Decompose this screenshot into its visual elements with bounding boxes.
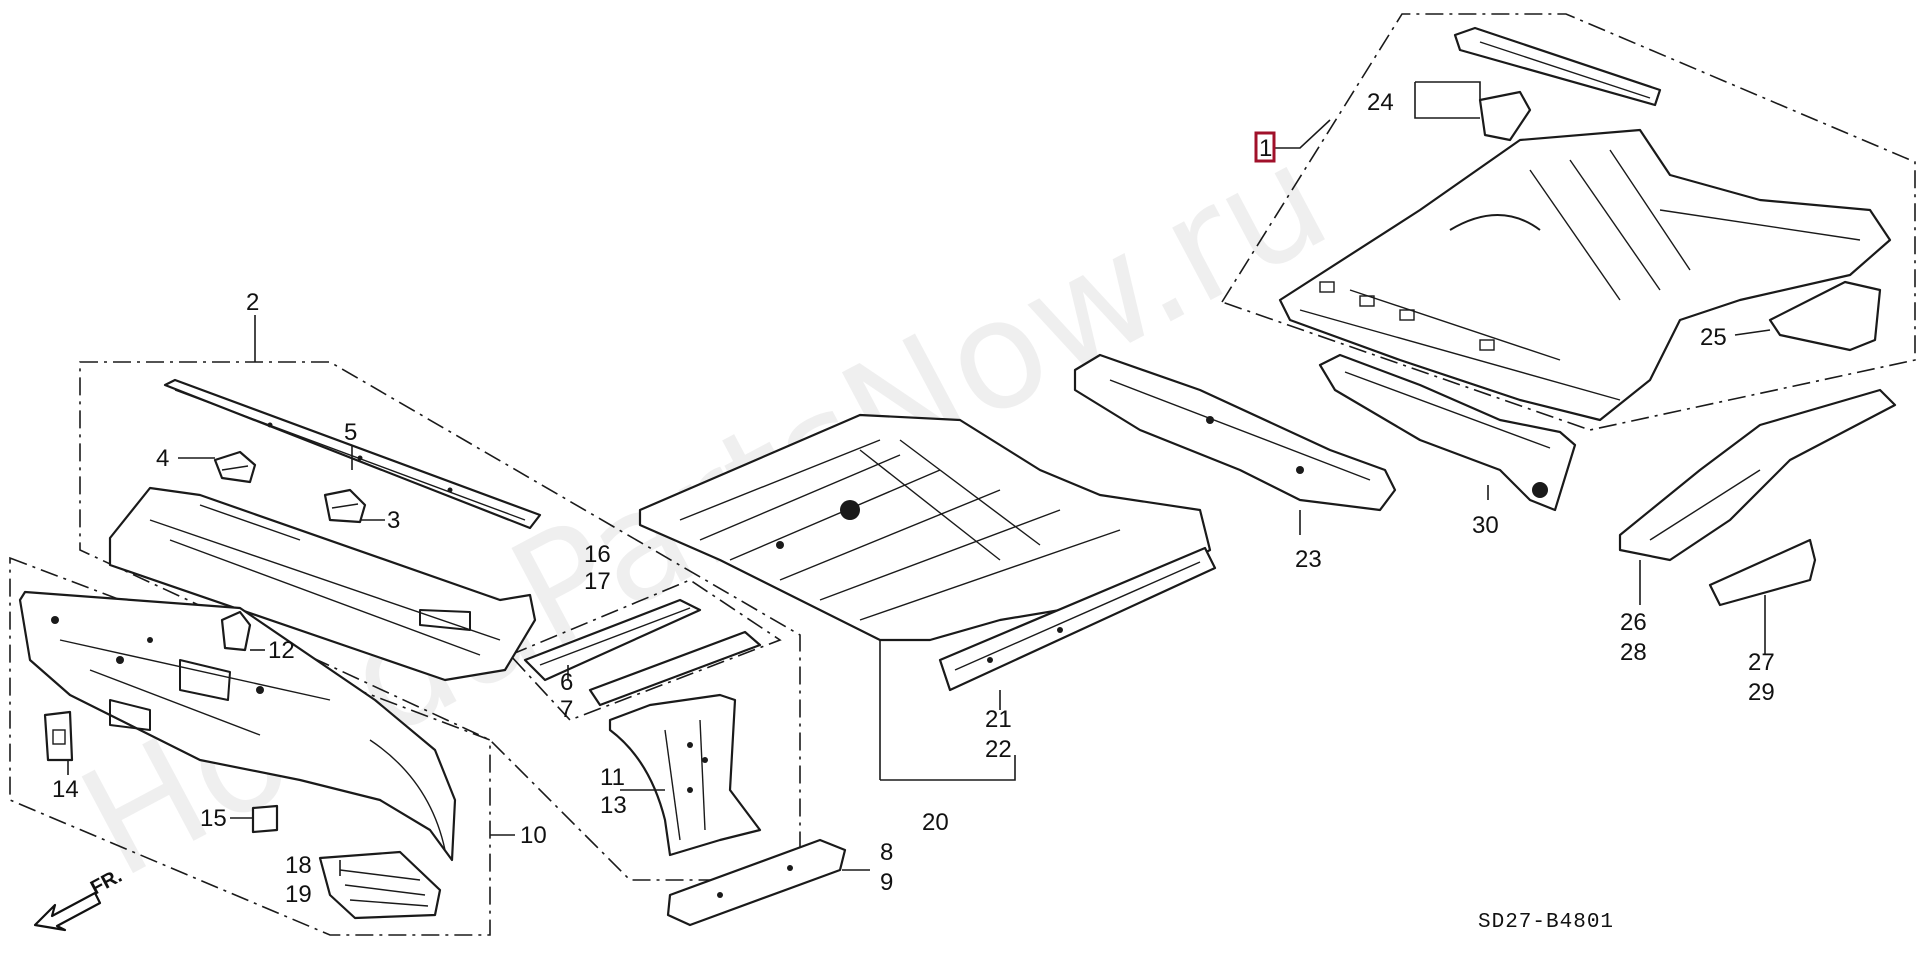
frame-bulkhead-group: [9, 556, 491, 936]
callout-16[interactable]: 16: [584, 541, 611, 568]
callout-7[interactable]: 7: [560, 696, 573, 723]
callout-22[interactable]: 22: [985, 736, 1012, 763]
part-cowl-brace[interactable]: [523, 598, 762, 707]
part-side-sill[interactable]: [938, 546, 1217, 692]
callout-4[interactable]: 4: [156, 445, 169, 472]
callout-1[interactable]: 1: [1259, 135, 1272, 162]
callout-21[interactable]: 21: [985, 706, 1012, 733]
part-bracket-3[interactable]: [323, 488, 367, 524]
highlight-box-1: [1254, 131, 1276, 163]
frame-cowl-brace-group: [508, 579, 782, 721]
part-dashboard-lower[interactable]: [18, 590, 457, 862]
callout-29[interactable]: 29: [1748, 679, 1775, 706]
callout-25[interactable]: 25: [1700, 324, 1727, 351]
part-front-floor[interactable]: [638, 413, 1212, 642]
callout-3[interactable]: 3: [387, 507, 400, 534]
part-15[interactable]: [251, 804, 279, 834]
part-24[interactable]: [1478, 90, 1532, 142]
part-crossmember-23[interactable]: [1073, 353, 1397, 512]
part-25[interactable]: [1768, 280, 1882, 352]
callout-11[interactable]: 11: [600, 764, 625, 791]
part-rear-floor[interactable]: [1278, 128, 1892, 422]
part-18-19[interactable]: [318, 850, 442, 920]
callout-24[interactable]: 24: [1367, 89, 1394, 116]
diagram-code: SD27-B4801: [1478, 911, 1614, 934]
callout-19[interactable]: 19: [285, 881, 312, 908]
callout-27[interactable]: 27: [1748, 649, 1775, 676]
callout-15[interactable]: 15: [200, 805, 227, 832]
part-dashboard-upper[interactable]: [108, 486, 537, 682]
leader-lines: [67, 81, 1771, 876]
callout-30[interactable]: 30: [1472, 512, 1499, 539]
part-8-9[interactable]: [666, 838, 847, 927]
callout-13[interactable]: 13: [600, 792, 627, 819]
part-bracket-4[interactable]: [213, 450, 257, 484]
callout-28[interactable]: 28: [1620, 639, 1647, 666]
part-rear-top-rail[interactable]: [1453, 26, 1662, 107]
part-27-29[interactable]: [1708, 538, 1817, 607]
front-direction-indicator: FR.: [33, 865, 126, 932]
part-26-28[interactable]: [1618, 388, 1897, 562]
part-side-panel[interactable]: [608, 693, 762, 857]
callout-10[interactable]: 10: [520, 822, 547, 849]
callout-labels: 1 2 3 4 5 6 7 8 9 10 11 12 13 14 15 16 1…: [52, 89, 1775, 908]
callout-12[interactable]: 12: [268, 637, 295, 664]
part-14[interactable]: [43, 710, 74, 762]
callout-5[interactable]: 5: [344, 419, 357, 446]
callout-9[interactable]: 9: [880, 869, 893, 896]
front-arrow-icon: [33, 891, 102, 932]
callout-20[interactable]: 20: [922, 809, 949, 836]
callout-26[interactable]: 26: [1620, 609, 1647, 636]
part-12[interactable]: [220, 610, 252, 652]
callout-18[interactable]: 18: [285, 852, 312, 879]
callout-2[interactable]: 2: [246, 289, 259, 316]
callout-14[interactable]: 14: [52, 776, 79, 803]
part-crossmember-30[interactable]: [1318, 353, 1577, 512]
callout-8[interactable]: 8: [880, 839, 893, 866]
callout-23[interactable]: 23: [1295, 546, 1322, 573]
frame-rear-floor-group: [1220, 13, 1916, 431]
callout-17[interactable]: 17: [584, 568, 611, 595]
callout-6[interactable]: 6: [560, 669, 573, 696]
